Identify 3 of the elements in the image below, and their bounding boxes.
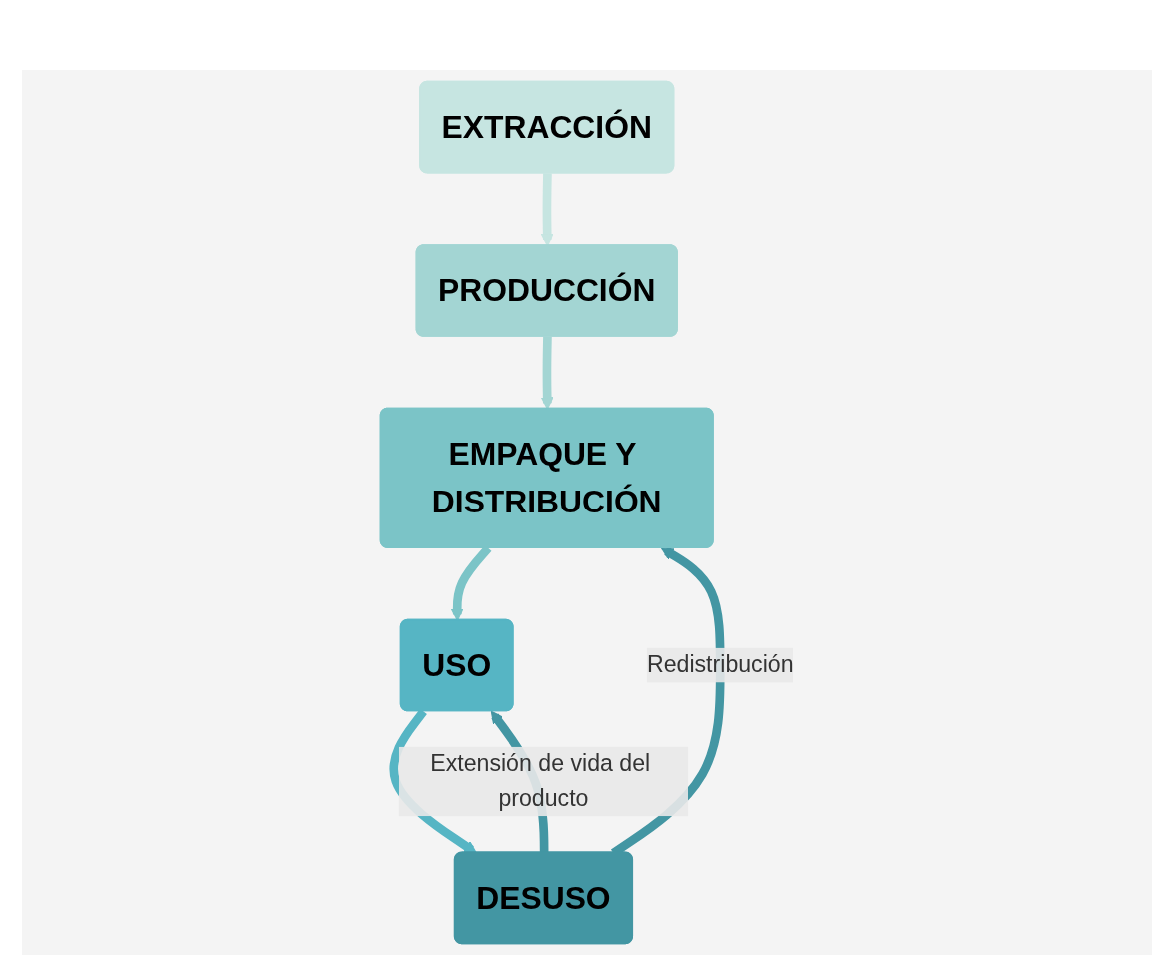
edge-label: Extensión de vida del producto bbox=[430, 751, 651, 811]
arrow bbox=[540, 336, 554, 410]
edge-label: Redistribución bbox=[646, 652, 794, 677]
